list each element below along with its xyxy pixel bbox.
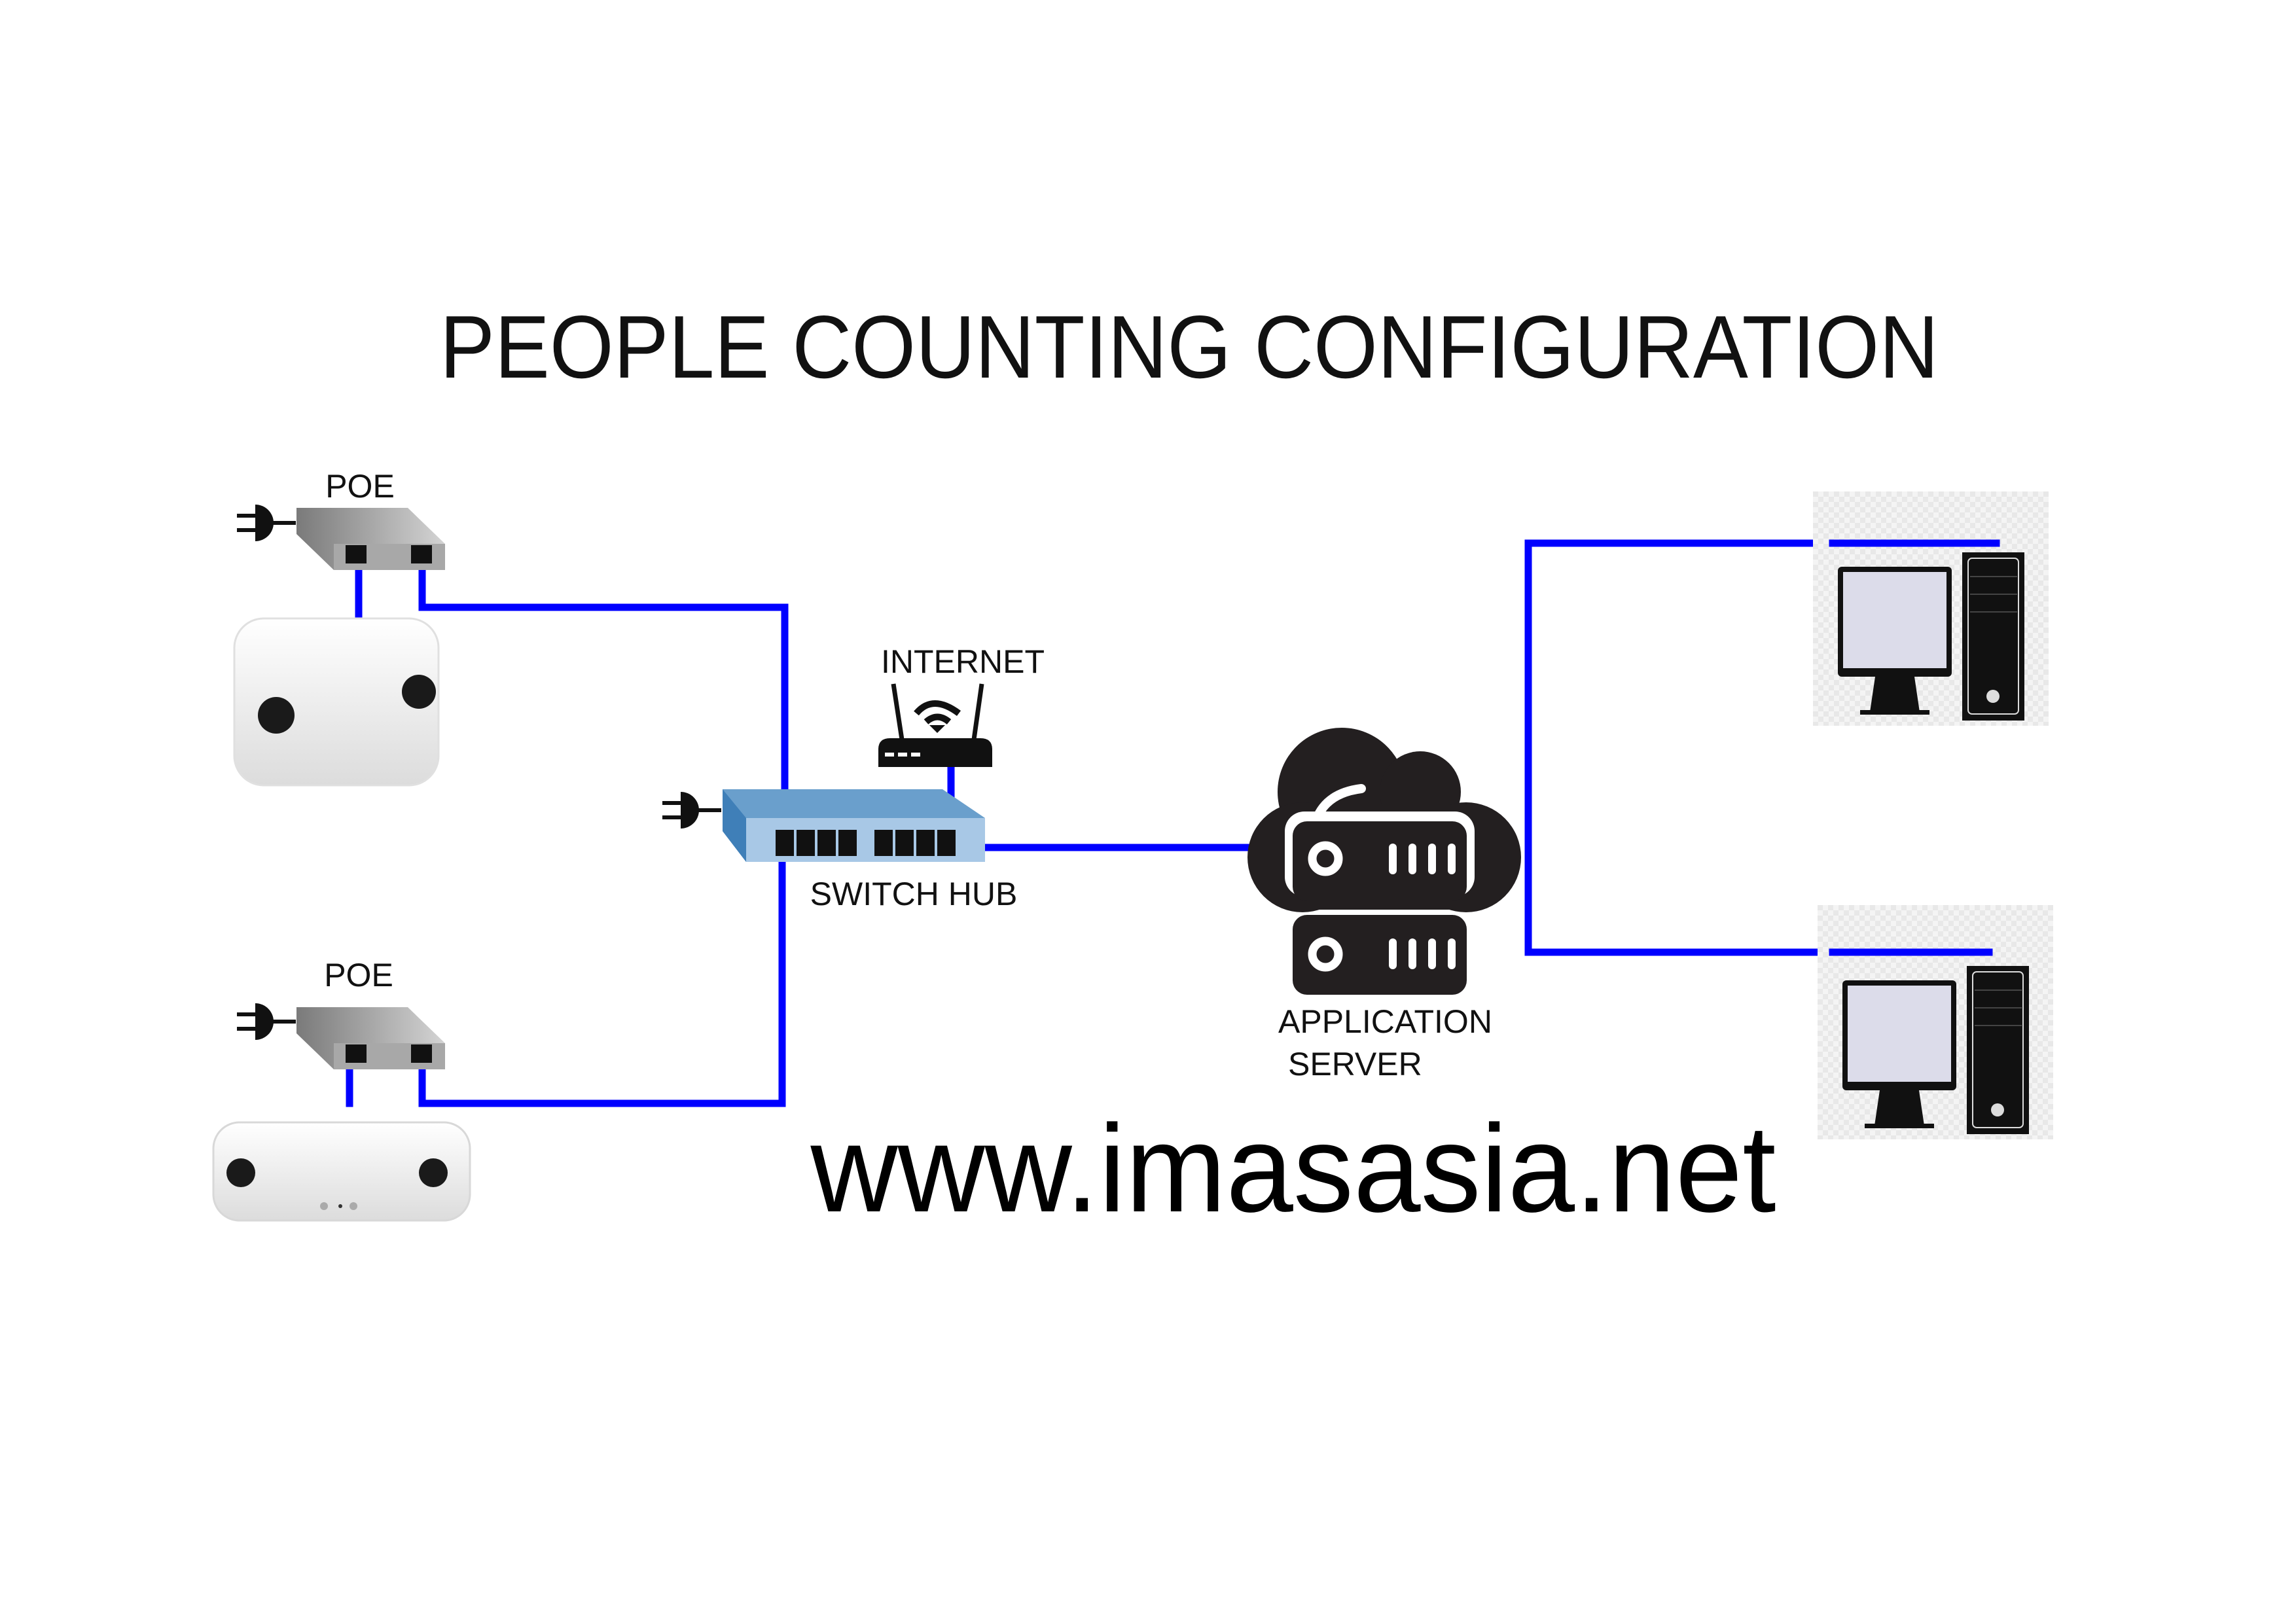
cloud-server-icon xyxy=(1247,728,1521,995)
power-plug-icon xyxy=(237,505,296,541)
cable-server-pcs xyxy=(1524,539,2000,956)
power-plug-icon xyxy=(662,792,721,829)
poe-bottom-label: POE xyxy=(324,957,393,993)
application-server-label-line2: SERVER xyxy=(1288,1046,1422,1082)
website-url: www.imasasia.net xyxy=(810,1099,1776,1238)
stereo-camera-icon xyxy=(233,617,440,787)
poe-injector-icon xyxy=(296,1007,445,1069)
cable-poe1-switch xyxy=(418,552,789,860)
network-switch-icon xyxy=(723,789,985,862)
poe-injector-icon xyxy=(296,508,445,570)
network-cables xyxy=(346,539,2000,1107)
desktop-computer-icon xyxy=(1812,491,2049,726)
cable-switch-poe2 xyxy=(418,847,786,1107)
power-plug-icon xyxy=(237,1003,296,1040)
application-server-label-line1: APPLICATION xyxy=(1278,1003,1492,1040)
page-title: PEOPLE COUNTING CONFIGURATION xyxy=(440,297,1939,397)
desktop-computer-icon xyxy=(1817,904,2054,1140)
switch-hub-label: SWITCH HUB xyxy=(810,876,1018,912)
wifi-router-icon xyxy=(878,683,992,767)
stereo-camera-icon xyxy=(212,1121,471,1222)
internet-label: INTERNET xyxy=(881,643,1045,680)
poe-top-label: POE xyxy=(325,468,395,505)
